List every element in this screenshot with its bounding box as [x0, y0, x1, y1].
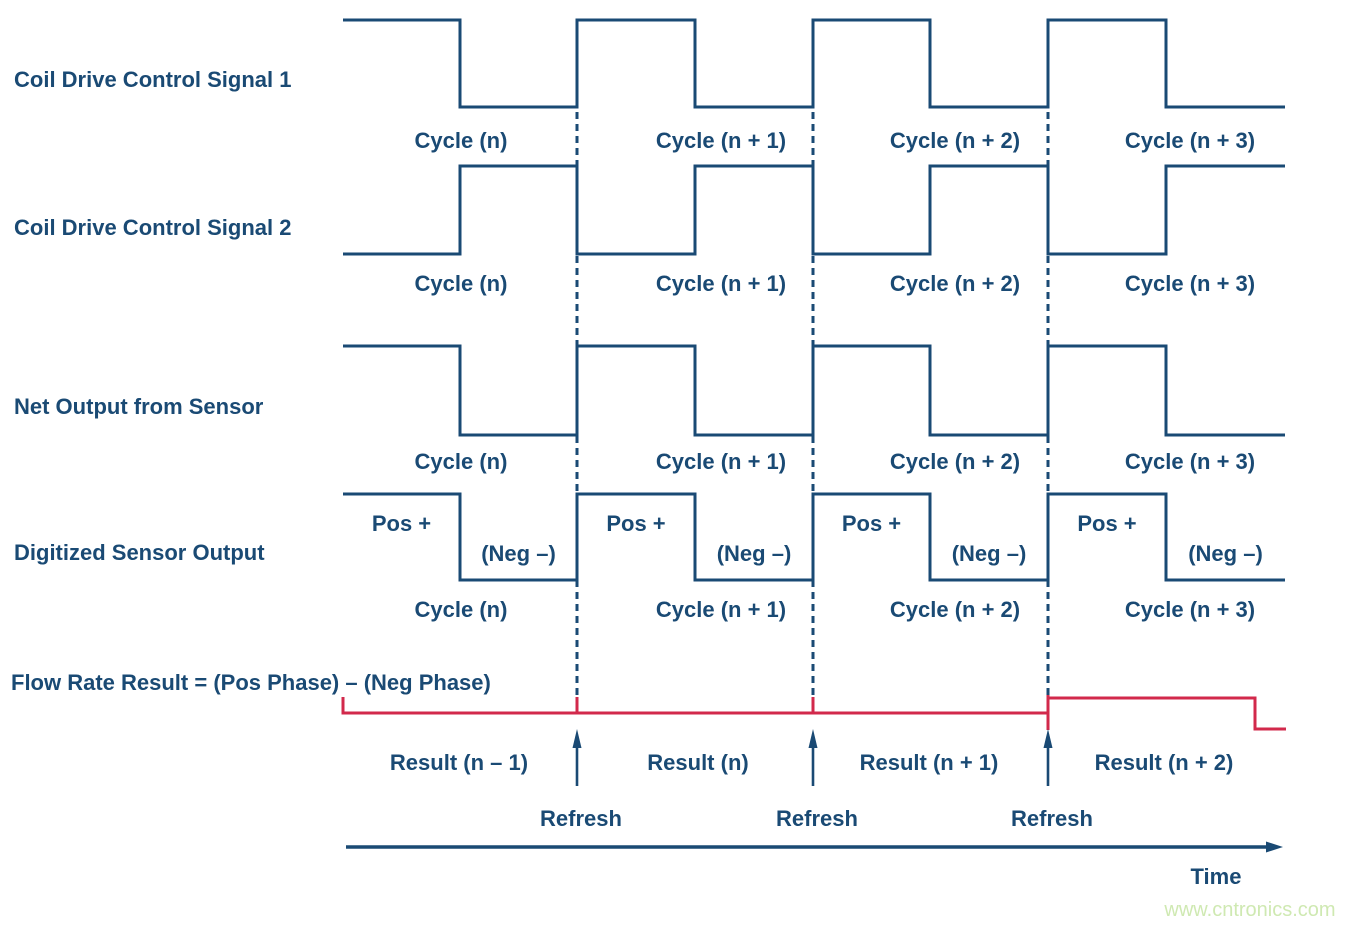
time-axis: Time: [346, 841, 1283, 889]
cycle-label: Cycle (n + 1): [656, 449, 786, 474]
pos-phase-label: Pos +: [372, 511, 431, 536]
watermark-text: www.cntronics.com: [1163, 899, 1335, 921]
cycle-label: Cycle (n + 1): [656, 271, 786, 296]
result-segment-labels: Result (n – 1) Result (n) Result (n + 1) Re…: [390, 750, 1233, 775]
cycle-label: Cycle (n + 2): [890, 449, 1020, 474]
signal-label-2: Coil Drive Control Signal 2: [14, 215, 291, 240]
cycle-label: Cycle (n + 3): [1125, 597, 1255, 622]
cycle-label: Cycle (n + 2): [890, 128, 1020, 153]
cycle-label: Cycle (n + 1): [656, 128, 786, 153]
pos-phase-label: Pos +: [606, 511, 665, 536]
refresh-arrowhead-icon: [572, 729, 582, 748]
result-segment-label: Result (n + 2): [1095, 750, 1234, 775]
refresh-markers: Refresh Refresh Refresh: [540, 729, 1093, 831]
refresh-label: Refresh: [540, 806, 622, 831]
flow-rate-result-label: Flow Rate Result = (Pos Phase) – (Neg Ph…: [11, 670, 491, 695]
cycle-label: Cycle (n): [415, 449, 508, 474]
result-line-path: [343, 696, 1286, 731]
result-segment-label: Result (n – 1): [390, 750, 528, 775]
neg-phase-label: (Neg –): [481, 541, 556, 566]
cycle-label: Cycle (n + 2): [890, 271, 1020, 296]
cycle-label: Cycle (n): [415, 597, 508, 622]
neg-phase-label: (Neg –): [717, 541, 792, 566]
neg-phase-label: (Neg –): [1188, 541, 1263, 566]
result-segment-label: Result (n): [647, 750, 748, 775]
refresh-arrowhead-icon: [1043, 729, 1053, 748]
cycle-label: Cycle (n + 3): [1125, 449, 1255, 474]
waveform-4: [343, 492, 1285, 582]
pos-phase-label: Pos +: [842, 511, 901, 536]
neg-phase-label: (Neg –): [952, 541, 1027, 566]
cycle-label: Cycle (n): [415, 271, 508, 296]
refresh-label: Refresh: [1011, 806, 1093, 831]
waveform-3: [343, 344, 1285, 437]
signal-labels: Coil Drive Control Signal 1 Coil Drive Co…: [14, 67, 291, 565]
refresh-label: Refresh: [776, 806, 858, 831]
time-axis-label: Time: [1191, 864, 1242, 889]
cycle-labels: Cycle (n) Cycle (n + 1) Cycle (n + 2) Cycle…: [415, 128, 1256, 622]
cycle-label: Cycle (n + 1): [656, 597, 786, 622]
result-segment-label: Result (n + 1): [860, 750, 999, 775]
signal-label-1: Coil Drive Control Signal 1: [14, 67, 291, 92]
signal-label-3: Net Output from Sensor: [14, 394, 264, 419]
cycle-label: Cycle (n + 3): [1125, 128, 1255, 153]
signal-label-4: Digitized Sensor Output: [14, 540, 265, 565]
time-axis-arrowhead-icon: [1266, 841, 1283, 853]
cycle-label: Cycle (n): [415, 128, 508, 153]
phase-labels: Pos + (Neg –) Pos + (Neg –) Pos + (Neg –) Pos …: [372, 511, 1263, 566]
refresh-arrowhead-icon: [808, 729, 818, 748]
waveform-1: [343, 18, 1285, 109]
result-line: [341, 695, 1286, 731]
cycle-label: Cycle (n + 2): [890, 597, 1020, 622]
waveform-2: [343, 164, 1285, 256]
pos-phase-label: Pos +: [1077, 511, 1136, 536]
signal-waveforms: [343, 18, 1285, 582]
cycle-label: Cycle (n + 3): [1125, 271, 1255, 296]
